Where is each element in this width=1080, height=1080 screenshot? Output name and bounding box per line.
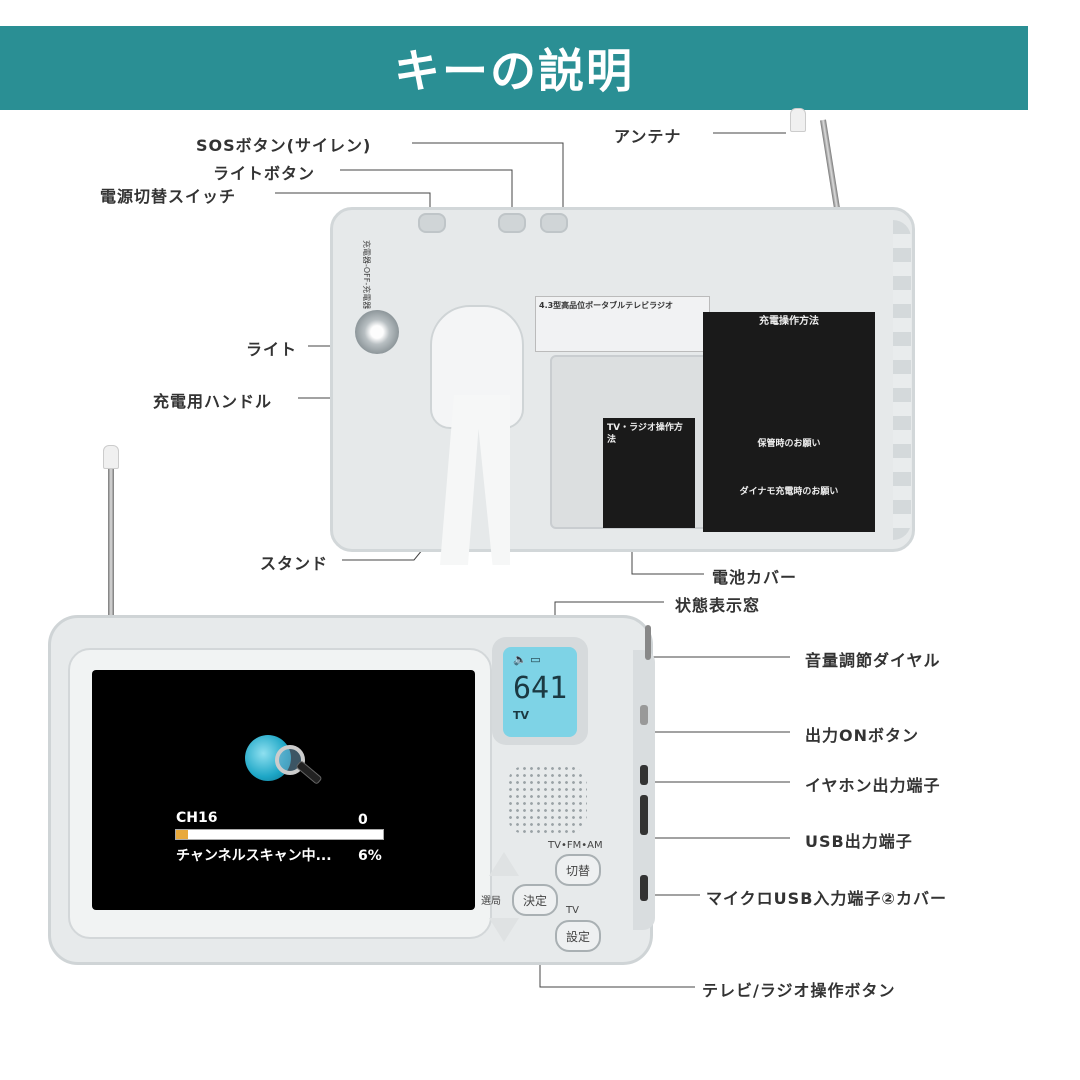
label-light-button: ライトボタン bbox=[213, 164, 316, 183]
side-panel bbox=[633, 650, 655, 930]
switch-marking: 充電器-OFF-充電器 bbox=[362, 240, 371, 310]
charge-instructions: 充電操作方法 保管時のお願い ダイナモ充電時のお願い bbox=[703, 312, 875, 532]
micro-usb-cover[interactable] bbox=[640, 875, 648, 901]
usb-port[interactable] bbox=[640, 795, 648, 835]
charge-title: 充電操作方法 bbox=[759, 316, 819, 327]
antenna-tip-back bbox=[790, 108, 806, 132]
label-usb-out: USB出力端子 bbox=[805, 832, 913, 851]
sos-button[interactable] bbox=[540, 213, 568, 233]
label-stand: スタンド bbox=[260, 554, 329, 573]
power-switch[interactable] bbox=[418, 213, 446, 233]
scan-status: チャンネルスキャン中... bbox=[176, 848, 332, 864]
scan-progress-bar bbox=[175, 829, 384, 840]
side-grip bbox=[893, 220, 911, 540]
scan-progress-fill bbox=[176, 830, 189, 839]
channel-label: CH16 bbox=[176, 810, 218, 826]
settings-button[interactable]: 設定 bbox=[555, 920, 601, 952]
tv-label: TV bbox=[566, 905, 579, 916]
storage-title: 保管時のお願い bbox=[757, 439, 821, 449]
label-output-on: 出力ONボタン bbox=[805, 726, 919, 745]
output-on-button[interactable] bbox=[640, 705, 648, 725]
lcd-mode: TV bbox=[513, 709, 530, 722]
band-label: TV•FM•AM bbox=[548, 840, 603, 851]
speaker-grille bbox=[507, 765, 587, 835]
antenna-tip-front bbox=[103, 445, 119, 469]
status-window: 🔈 ▭ 641 TV bbox=[503, 647, 577, 737]
earphone-jack[interactable] bbox=[640, 765, 648, 785]
product-label: 4.3型高品位ポータブルテレビラジオ bbox=[535, 296, 710, 352]
label-antenna: アンテナ bbox=[614, 127, 682, 146]
up-arrow-button[interactable] bbox=[489, 852, 519, 876]
label-status-window: 状態表示窓 bbox=[675, 596, 761, 615]
antenna-front bbox=[108, 460, 114, 620]
switch-button[interactable]: 切替 bbox=[555, 854, 601, 886]
label-tv-radio-buttons: テレビ/ラジオ操作ボタン bbox=[702, 981, 896, 1000]
lcd-digits: 641 bbox=[513, 671, 568, 706]
label-power-switch: 電源切替スイッチ bbox=[100, 187, 237, 206]
label-earphone: イヤホン出力端子 bbox=[805, 776, 941, 795]
scan-percent: 6% bbox=[358, 848, 382, 864]
label-crank: 充電用ハンドル bbox=[153, 392, 273, 411]
light-button[interactable] bbox=[498, 213, 526, 233]
select-label: 選局 bbox=[481, 896, 501, 907]
dynamo-title: ダイナモ充電時のお願い bbox=[739, 487, 839, 497]
tv-screen bbox=[92, 670, 475, 910]
speaker-battery-icon: 🔈 ▭ bbox=[513, 653, 541, 666]
volume-dial[interactable] bbox=[645, 625, 651, 660]
page-title: キーの説明 bbox=[394, 44, 634, 98]
label-sos: SOSボタン(サイレン) bbox=[196, 136, 372, 155]
label-battery-cover: 電池カバー bbox=[712, 568, 798, 587]
decide-button[interactable]: 決定 bbox=[512, 884, 558, 916]
product-label-title: 4.3型高品位ポータブルテレビラジオ bbox=[539, 301, 674, 310]
label-micro-usb: マイクロUSB入力端子②カバー bbox=[706, 889, 947, 908]
down-arrow-button[interactable] bbox=[489, 918, 519, 942]
tv-radio-instructions: TV・ラジオ操作方法 bbox=[603, 418, 695, 528]
flashlight bbox=[355, 310, 399, 354]
tv-radio-title: TV・ラジオ操作方法 bbox=[607, 423, 683, 445]
label-light: ライト bbox=[246, 340, 298, 359]
channel-count: 0 bbox=[358, 812, 368, 828]
label-volume-dial: 音量調節ダイヤル bbox=[805, 651, 941, 670]
header-banner: キーの説明 bbox=[0, 26, 1028, 110]
